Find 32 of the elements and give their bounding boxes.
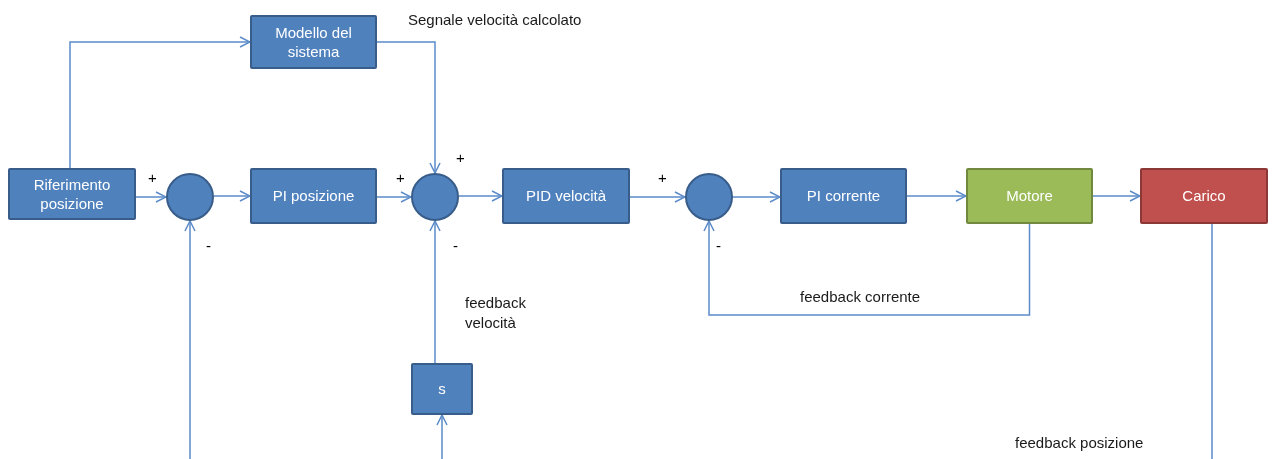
sign-label: + bbox=[456, 150, 465, 165]
block: s bbox=[411, 363, 473, 415]
arrow bbox=[703, 220, 1031, 316]
sign-label: + bbox=[396, 170, 405, 185]
sign-label: - bbox=[716, 238, 721, 253]
arrow bbox=[213, 190, 251, 202]
summing-junction bbox=[411, 173, 459, 221]
sign-label: + bbox=[658, 170, 667, 185]
block: PI corrente bbox=[780, 168, 907, 224]
arrow bbox=[732, 191, 781, 203]
block: Carico bbox=[1140, 168, 1268, 224]
arrow bbox=[135, 191, 167, 203]
sign-label: - bbox=[206, 238, 211, 253]
arrow bbox=[184, 220, 196, 459]
arrow bbox=[906, 190, 967, 202]
arrow bbox=[69, 36, 251, 169]
sign-label: + bbox=[148, 170, 157, 185]
arrow bbox=[376, 41, 441, 174]
summing-junction bbox=[685, 173, 733, 221]
arrow bbox=[376, 191, 412, 203]
sign-label: - bbox=[453, 238, 458, 253]
block: Motore bbox=[966, 168, 1093, 224]
block: Riferimento posizione bbox=[8, 168, 136, 220]
block: PID velocità bbox=[502, 168, 630, 224]
arrow bbox=[458, 190, 503, 202]
arrow bbox=[429, 220, 441, 364]
arrow bbox=[1092, 190, 1141, 202]
block: PI posizione bbox=[250, 168, 377, 224]
arrow bbox=[629, 191, 686, 203]
block: Modello del sistema bbox=[250, 15, 377, 69]
arrow bbox=[436, 414, 448, 459]
summing-junction bbox=[166, 173, 214, 221]
